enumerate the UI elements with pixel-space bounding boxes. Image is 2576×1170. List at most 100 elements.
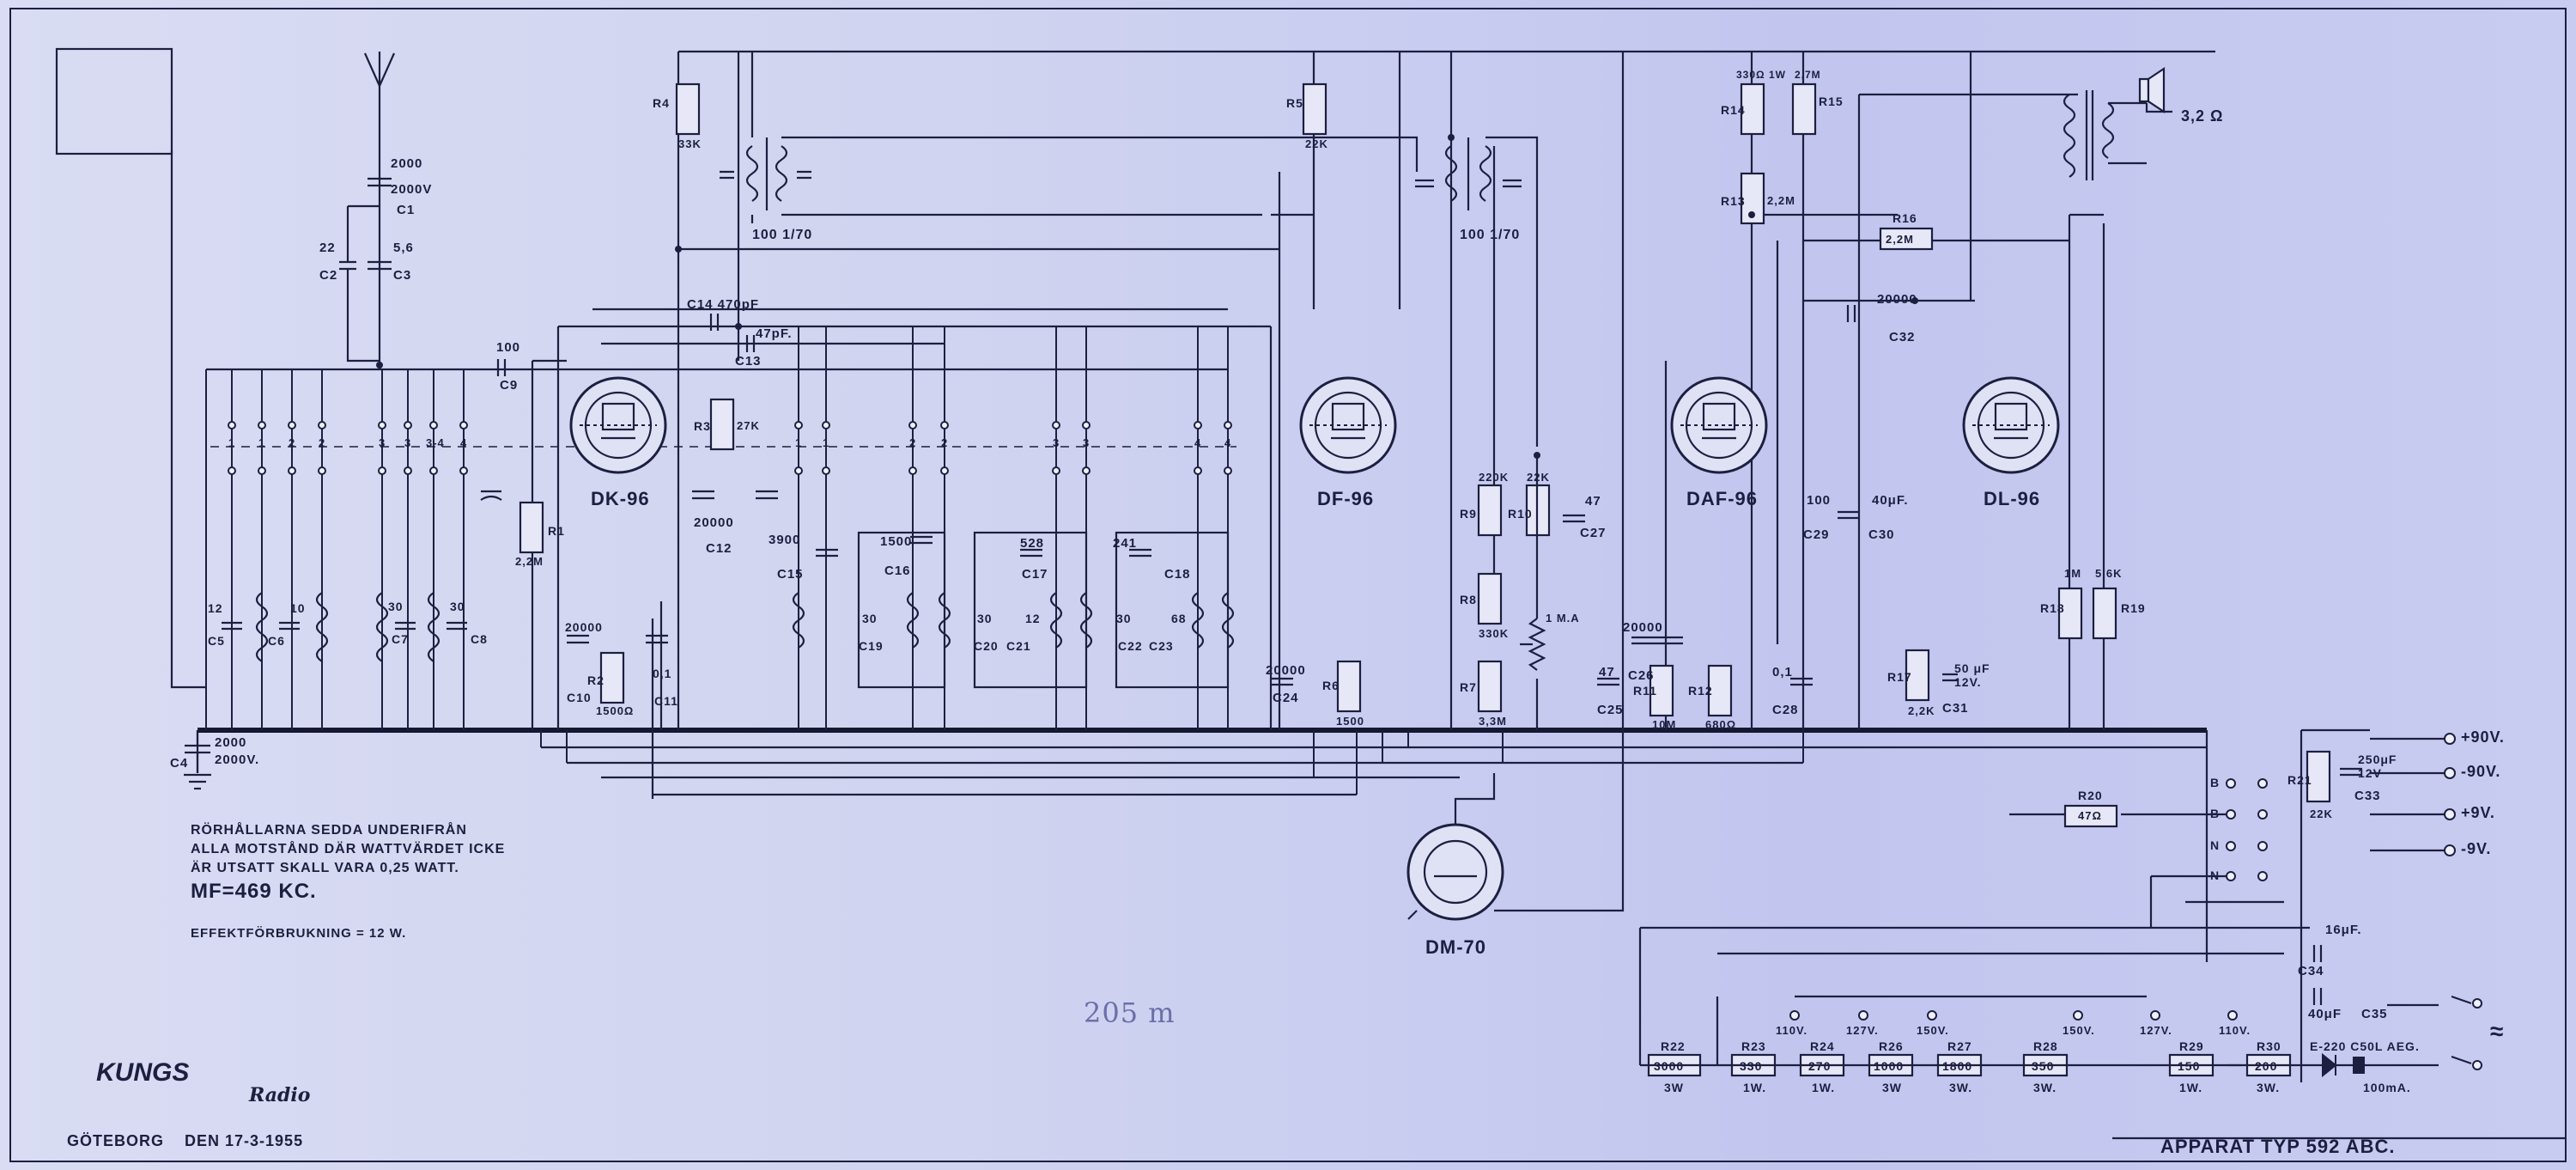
- label-r26: R26: [1879, 1039, 1904, 1053]
- label-c27-value: 47: [1585, 494, 1601, 509]
- label-r17: R17: [1887, 670, 1912, 684]
- resistor-r2: [599, 651, 625, 704]
- terminal-minus9: -9V.: [2461, 840, 2492, 857]
- label-c12: C12: [706, 541, 732, 556]
- label-r1-value: 2,2M: [515, 555, 544, 568]
- label-r18: R18: [2040, 601, 2065, 615]
- label-r4-value: 33K: [678, 137, 702, 150]
- label-c17-value: 528: [1020, 536, 1045, 551]
- output-transformer: [2063, 90, 2147, 180]
- tube-label-daf96: DAF-96: [1686, 488, 1759, 509]
- label-c16: C16: [884, 564, 911, 578]
- switch-b1: B: [2210, 776, 2221, 789]
- label-r16: R16: [1893, 211, 1917, 225]
- label-r28: R28: [2033, 1039, 2058, 1053]
- resistor-r20: [2063, 804, 2118, 828]
- resistor-r16: [1879, 227, 1934, 251]
- band-number: 2: [909, 436, 917, 449]
- label-c11: C11: [654, 694, 678, 708]
- label-r28-value: 350: [2032, 1059, 2055, 1073]
- label-c22: C22: [1118, 639, 1143, 653]
- label-r23-watt: 1W.: [1743, 1081, 1767, 1094]
- resistor-r1: [519, 501, 544, 554]
- label-c20: C20: [974, 639, 999, 653]
- label-c24-value: 20000: [1266, 663, 1306, 678]
- band-number: 3: [1053, 436, 1060, 449]
- label-r24: R24: [1810, 1039, 1835, 1053]
- label-r7-value: 3,3M: [1479, 715, 1507, 728]
- tube-label-df96: DF-96: [1317, 488, 1375, 509]
- label-c21-value: 12: [1025, 612, 1041, 625]
- label-c5-value: 12: [208, 601, 223, 615]
- label-r29: R29: [2179, 1039, 2204, 1053]
- label-r29-value: 150: [2178, 1059, 2201, 1073]
- label-r23: R23: [1741, 1039, 1766, 1053]
- label-c4: C4: [170, 756, 189, 771]
- label-r21-value: 22K: [2310, 807, 2333, 820]
- label-c14: C14 470pF: [687, 297, 760, 312]
- label-c33-value: 250μF 12V: [2358, 753, 2397, 780]
- label-c28-value: 0,1: [1772, 665, 1793, 679]
- label-c20-value: 30: [977, 612, 993, 625]
- ac-symbol: ≈: [2490, 1018, 2505, 1045]
- label-c26-value: 20000: [1623, 620, 1663, 635]
- band-number: 2: [319, 436, 326, 449]
- label-c29-value: 100: [1807, 493, 1832, 508]
- label-r5-value: 22K: [1305, 137, 1328, 150]
- band-number: 3: [404, 436, 412, 449]
- tap-127v-a: 127V.: [1846, 1024, 1879, 1037]
- band-number: 1: [795, 436, 803, 449]
- tap-110v-b: 110V.: [2219, 1024, 2251, 1037]
- label-c28: C28: [1772, 703, 1799, 717]
- label-c8: C8: [471, 632, 488, 646]
- label-r9-value: 220K: [1479, 471, 1510, 484]
- resistor-r17: [1905, 649, 1930, 702]
- terminal-plus9: +9V.: [2461, 804, 2495, 821]
- resistor-r19: [2092, 587, 2117, 640]
- label-r26-value: 1000: [1874, 1059, 1905, 1073]
- tube-daf96-icon: [1670, 376, 1768, 474]
- band-number: 1: [258, 436, 266, 449]
- label-c10: C10: [567, 691, 592, 704]
- terminal-plus90: +90V.: [2461, 728, 2505, 746]
- band-number: 2: [941, 436, 949, 449]
- apparatus-type: APPARAT TYP 592 ABC.: [2160, 1136, 2396, 1157]
- label-c29: C29: [1803, 527, 1830, 542]
- label-c26: C26: [1628, 668, 1655, 683]
- label-c1: C1: [397, 203, 416, 217]
- label-r1: R1: [548, 524, 565, 538]
- band-number: 2: [289, 436, 296, 449]
- if-transformer-1-label: 100 1/70: [752, 228, 813, 242]
- label-c31: C31: [1942, 701, 1969, 716]
- terminal-minus90: -90V.: [2461, 763, 2501, 780]
- label-c4-voltage: 2000V.: [215, 753, 260, 767]
- band-number: 3: [379, 436, 386, 449]
- label-c13: C13: [735, 354, 762, 369]
- label-r2: R2: [587, 673, 605, 687]
- label-c3-value: 5,6: [393, 241, 414, 255]
- label-r30-watt: 3W.: [2257, 1081, 2281, 1094]
- label-c33: C33: [2354, 789, 2381, 803]
- label-c5: C5: [208, 634, 225, 648]
- label-r10-value: 22K: [1527, 471, 1550, 484]
- tap-150v-a: 150V.: [1917, 1024, 1949, 1037]
- label-c35: C35: [2361, 1007, 2388, 1021]
- place-date: GÖTEBORG DEN 17-3-1955: [67, 1132, 304, 1149]
- label-r3-value: 27K: [737, 419, 760, 432]
- label-c19: C19: [859, 639, 884, 653]
- switch-b2: B: [2210, 807, 2221, 820]
- label-c30: C30: [1868, 527, 1895, 542]
- label-rectifier: E-220 C50L AEG.: [2310, 1039, 2420, 1053]
- label-c4-value: 2000: [215, 735, 247, 750]
- coil-group: [792, 531, 1235, 689]
- label-c21: C21: [1006, 639, 1031, 653]
- resistor-r9: [1477, 484, 1503, 537]
- label-c15: C15: [777, 567, 804, 582]
- resistor-r7: [1477, 660, 1503, 713]
- label-r8-value: 330K: [1479, 627, 1510, 640]
- label-r11: R11: [1633, 684, 1657, 698]
- label-r17-value: 2,2K: [1908, 704, 1935, 717]
- resistor-r18: [2057, 587, 2083, 640]
- note-line-2: ALLA MOTSTÅND DÄR WATTVÄRDET ICKE: [191, 842, 506, 856]
